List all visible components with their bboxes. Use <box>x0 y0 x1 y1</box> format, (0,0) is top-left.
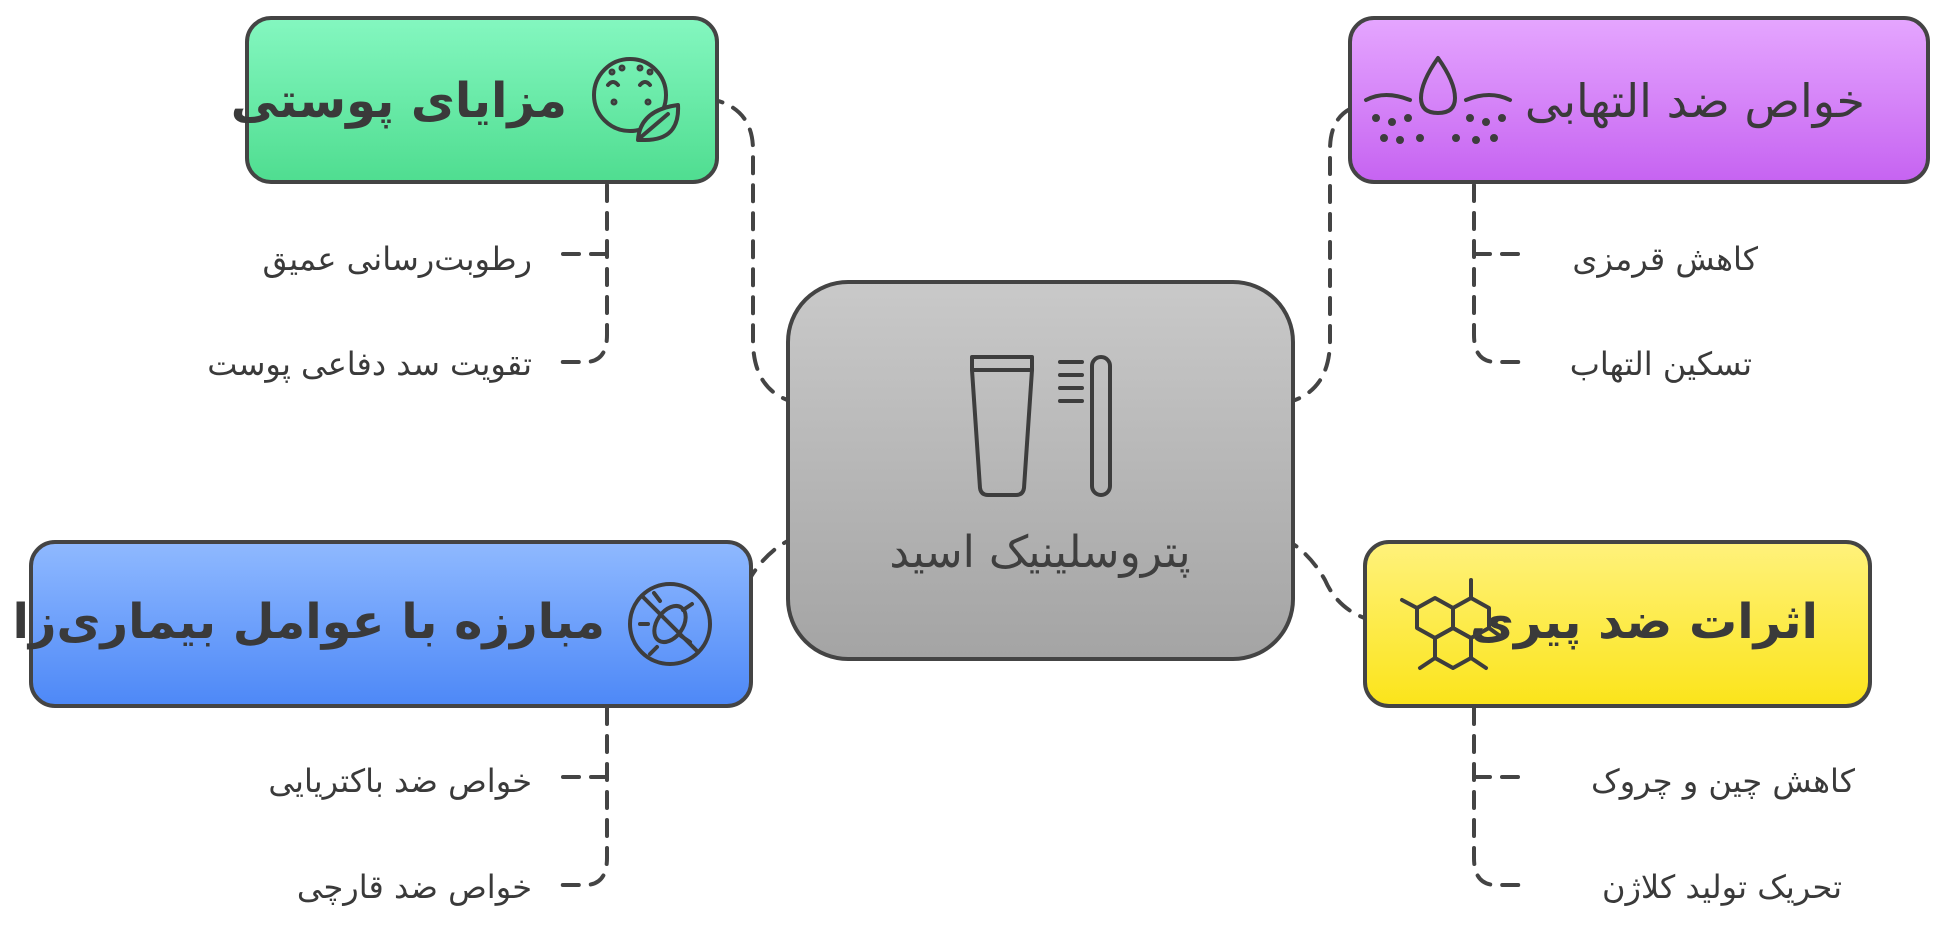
pathogen-branch-title: مبارزه با عوامل بیماری‌زا <box>12 594 605 650</box>
inflammation-branch-title: خواص ضد التهابی <box>1525 74 1865 129</box>
connector-inflammation-items <box>1472 183 1528 364</box>
connector-pathogen-items <box>553 706 609 887</box>
antiaging-item-1: کاهش چین و چروک <box>1591 762 1856 800</box>
inflammation-item-1: کاهش قرمزی <box>1572 240 1758 278</box>
antiaging-branch-title: اثرات ضد پیری <box>1470 594 1818 650</box>
skin-branch-title: مزایای پوستی <box>231 73 567 129</box>
branch-anti-aging[interactable]: اثرات ضد پیری کاهش چین و چروک تحریک تولی… <box>1363 540 1872 906</box>
molecule-icon <box>1400 578 1502 670</box>
skin-face-leaf-icon <box>592 57 681 142</box>
skin-drop-icon <box>1364 56 1512 144</box>
connector-skin-items <box>553 183 609 364</box>
antiaging-item-2: تحریک تولید کلاژن <box>1602 868 1842 906</box>
center-title: پتروسلینیک اسید <box>889 527 1190 578</box>
no-bacteria-icon <box>628 582 712 666</box>
cosmetic-tube-and-brush-icon <box>970 355 1112 497</box>
pathogen-item-1: خواص ضد باکتریایی <box>268 762 532 800</box>
branch-pathogen-fight[interactable]: مبارزه با عوامل بیماری‌زا خواص ضد باکتری… <box>12 540 753 906</box>
pathogen-item-2: خواص ضد قارچی <box>297 868 532 906</box>
skin-item-2: تقویت سد دفاعی پوست <box>207 345 532 383</box>
branch-skin-benefits[interactable]: مزایای پوستی رطوبت‌رسانی عمیق تقویت سد د… <box>207 16 719 383</box>
branch-anti-inflammatory[interactable]: خواص ضد التهابی کاهش قرمزی تسکین التهاب <box>1348 16 1930 383</box>
inflammation-item-2: تسکین التهاب <box>1570 345 1752 383</box>
skin-item-1: رطوبت‌رسانی عمیق <box>263 240 532 278</box>
center-node[interactable]: پتروسلینیک اسید <box>786 280 1295 661</box>
connector-antiaging-items <box>1472 706 1528 887</box>
